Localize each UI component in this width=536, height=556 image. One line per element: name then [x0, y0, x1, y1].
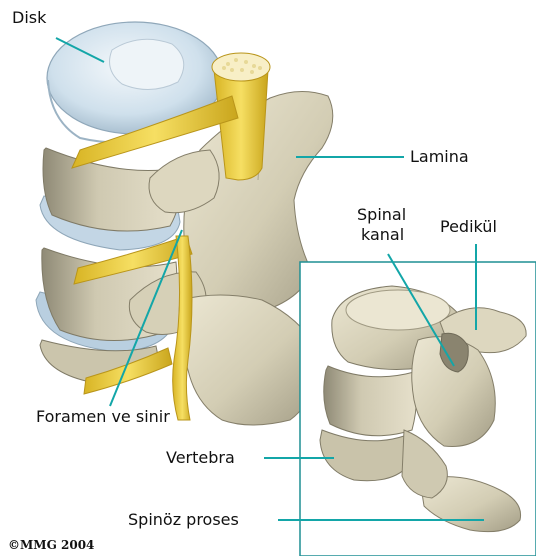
label-spinoz: Spinöz proses [128, 511, 239, 529]
label-lamina: Lamina [410, 148, 469, 166]
lower-posterior [179, 295, 318, 425]
label-vertebra: Vertebra [166, 449, 235, 467]
inset-body-middle [324, 366, 417, 436]
label-spinal-kanal-line2: kanal [361, 226, 404, 244]
label-disk: Disk [12, 9, 46, 27]
main-spine [36, 22, 333, 425]
disk-nucleus [110, 39, 184, 89]
label-foramen: Foramen ve sinir [36, 408, 170, 426]
label-pedikul: Pedikül [440, 218, 497, 236]
label-spinal-kanal-line1: Spinal [357, 206, 406, 224]
copyright: ©MMG 2004 [8, 538, 94, 552]
